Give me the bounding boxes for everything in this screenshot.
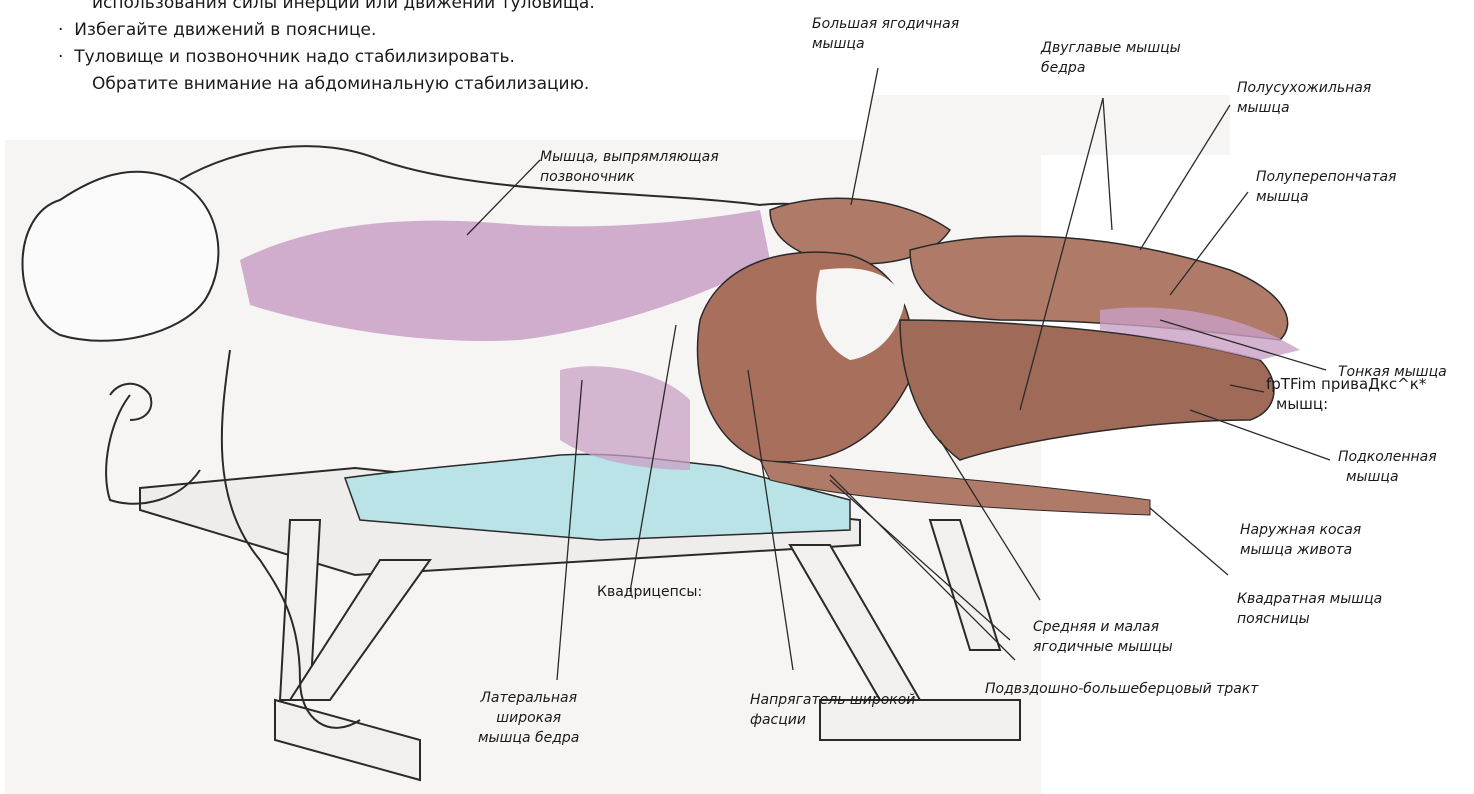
- label-quadratus-lumborum: Квадратная мышца поясницы: [1237, 589, 1382, 629]
- label-line: Наружная косая: [1240, 520, 1361, 540]
- label-line: мышца: [1237, 98, 1371, 118]
- label-line: мышца: [812, 34, 959, 54]
- label-gluteus-maximus: Большая ягодичная мышца: [812, 14, 959, 54]
- note-line-continued: Обратите внимание на абдоминальную стаби…: [58, 71, 595, 98]
- label-line: мышц:: [1266, 394, 1426, 414]
- label-line: fpTFim приваДкс^к*: [1266, 374, 1426, 394]
- note-bullet-item: · Туловище и позвоночник надо стабилизир…: [58, 44, 595, 71]
- label-line: Напрягатель широкой: [750, 690, 915, 710]
- label-popliteus: Подколенная мышца: [1338, 447, 1437, 487]
- label-semitendinosus: Полусухожильная мышца: [1237, 78, 1371, 118]
- label-line: мышца: [1256, 187, 1396, 207]
- label-line: мышца: [1338, 467, 1437, 487]
- bullet-glyph: ·: [58, 20, 63, 40]
- note-text: Избегайте движений в пояснице.: [74, 20, 376, 40]
- label-line: Подколенная: [1338, 447, 1437, 467]
- label-line: мышца живота: [1240, 540, 1361, 560]
- label-line: ягодичные мышцы: [1033, 637, 1173, 657]
- label-line: Квадратная мышца: [1237, 589, 1382, 609]
- label-quadriceps: Квадрицепсы:: [597, 582, 702, 602]
- label-line: мышца бедра: [478, 728, 579, 748]
- label-tensor-fasciae-latae: Напрягатель широкой фасции: [750, 690, 915, 730]
- label-line: Полусухожильная: [1237, 78, 1371, 98]
- label-biceps-femoris: Двуглавые мышцы бедра: [1041, 38, 1181, 78]
- label-line: бедра: [1041, 58, 1181, 78]
- label-line: Средняя и малая: [1033, 617, 1173, 637]
- label-erector-spinae: Мышца, выпрямляющая позвоночник: [540, 147, 719, 187]
- label-line: Полуперепончатая: [1256, 167, 1396, 187]
- label-adductor-magnus: fpTFim приваДкс^к* мышц:: [1266, 374, 1426, 414]
- bullet-glyph: ·: [58, 47, 63, 67]
- label-line: фасции: [750, 710, 915, 730]
- label-line: широкая: [478, 708, 579, 728]
- label-gluteus-medius-minimus: Средняя и малая ягодичные мышцы: [1033, 617, 1173, 657]
- label-line: позвоночник: [540, 167, 719, 187]
- label-vastus-lateralis: Латеральная широкая мышца бедра: [478, 688, 579, 748]
- label-external-oblique: Наружная косая мышца живота: [1240, 520, 1361, 560]
- note-bullet-item: · Избегайте движений в пояснице.: [58, 17, 595, 44]
- label-line: Большая ягодичная: [812, 14, 959, 34]
- label-line: Двуглавые мышцы: [1041, 38, 1181, 58]
- illustration-backdrop-right: [870, 95, 1230, 155]
- label-semimembranosus: Полуперепончатая мышца: [1256, 167, 1396, 207]
- leader-popliteus: [1190, 410, 1330, 460]
- exercise-notes: использования силы инерции или движений …: [58, 0, 595, 98]
- label-iliotibial-tract: Подвздошно-большеберцовый тракт: [985, 679, 1258, 699]
- label-line: Латеральная: [478, 688, 579, 708]
- note-line-continued: использования силы инерции или движений …: [58, 0, 595, 17]
- label-line: Мышца, выпрямляющая: [540, 147, 719, 167]
- leader-external-oblique: [1150, 508, 1228, 575]
- note-text: Туловище и позвоночник надо стабилизиров…: [74, 47, 515, 67]
- label-line: поясницы: [1237, 609, 1382, 629]
